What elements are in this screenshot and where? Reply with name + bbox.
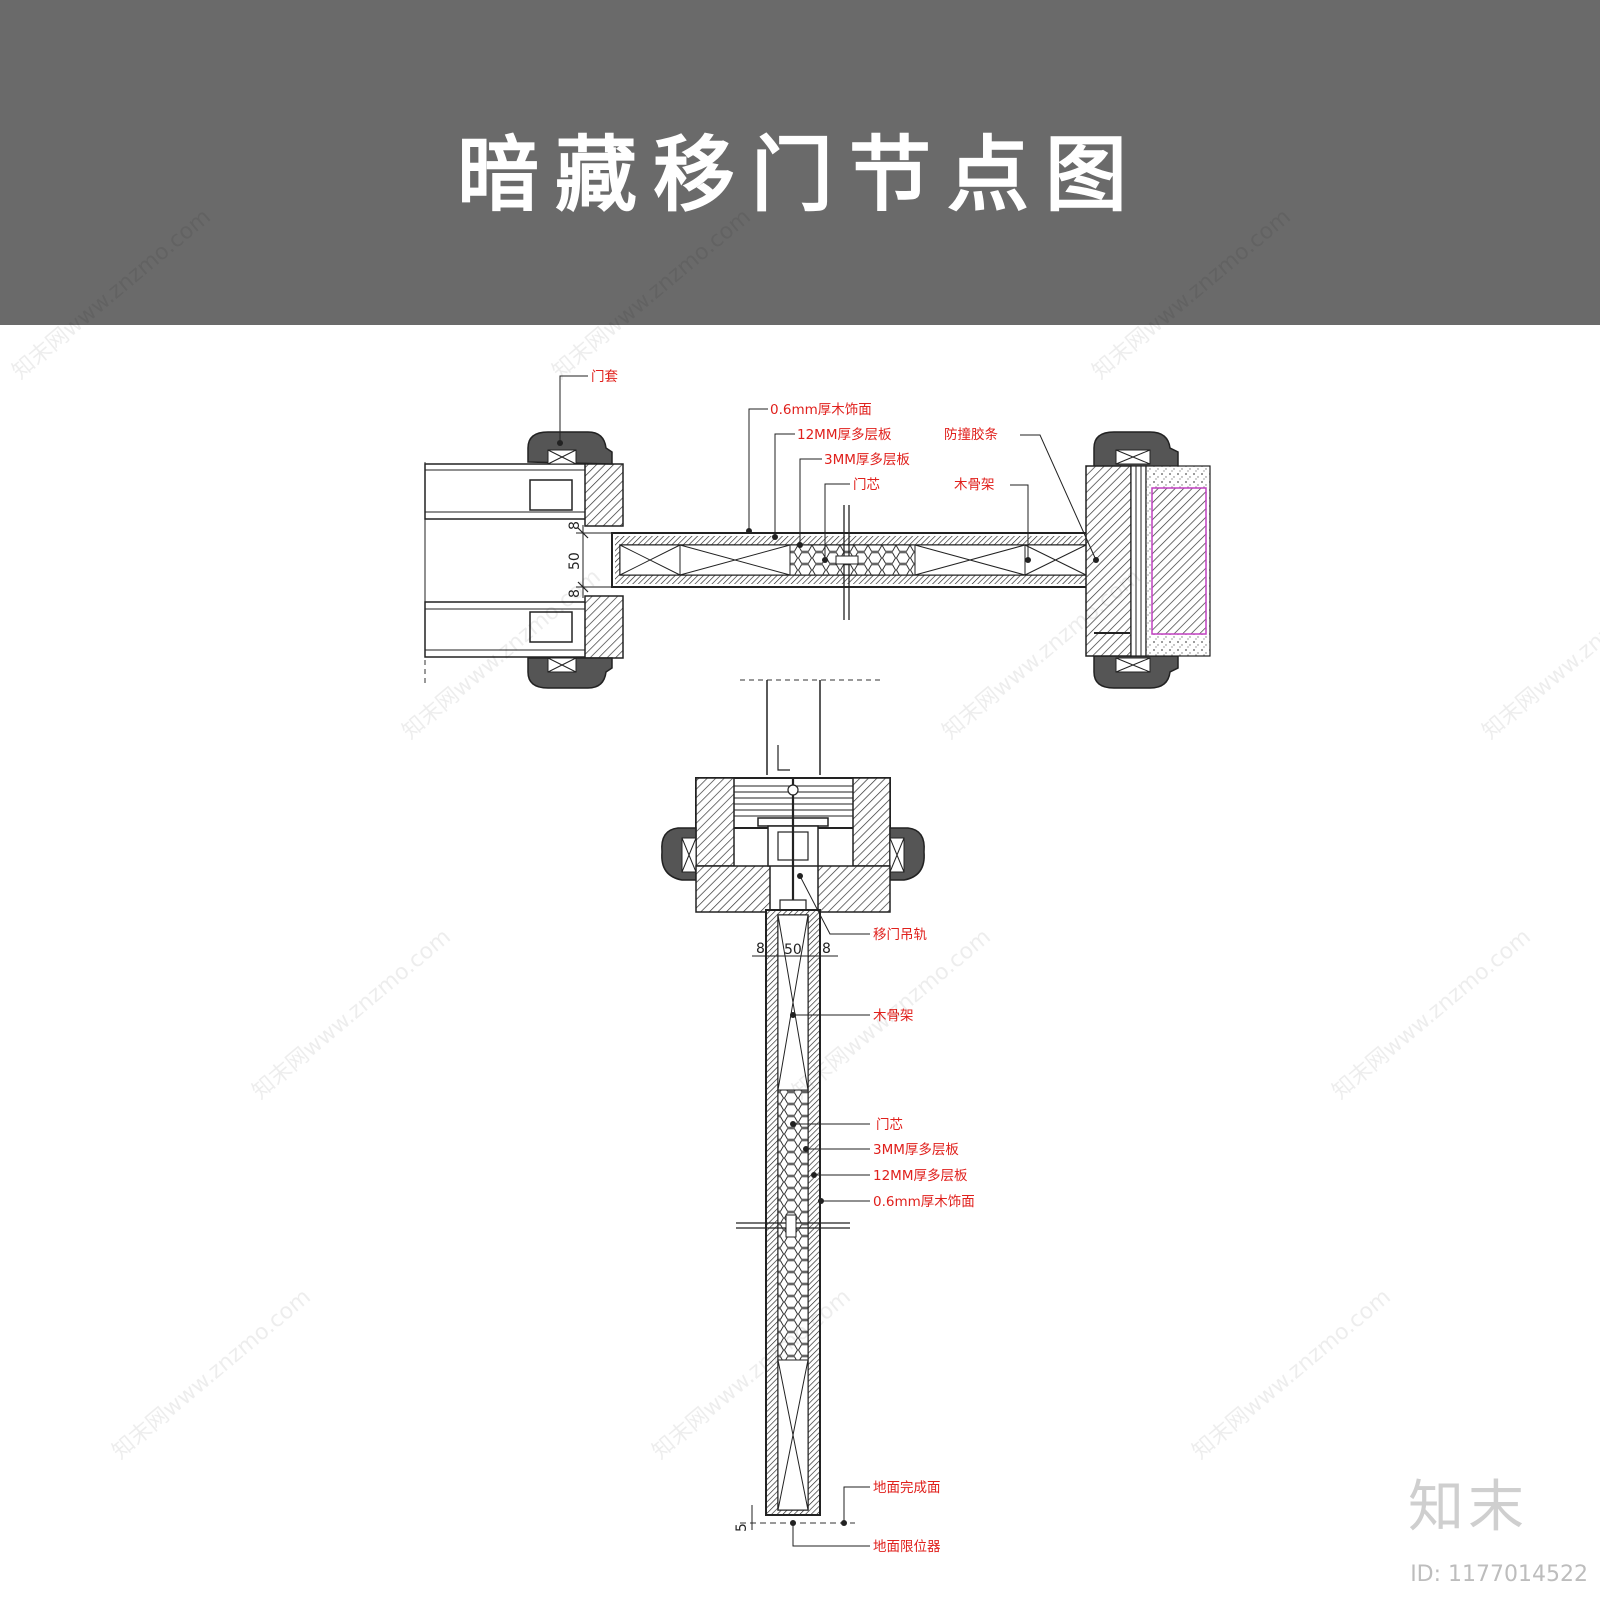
- image-id: ID: 1177014522: [1410, 1562, 1588, 1587]
- label-wood-frame-plan: 木骨架: [954, 477, 995, 493]
- label-finished-floor: 地面完成面: [873, 1480, 941, 1496]
- watermark: 知末网www.znzmo.com: [1188, 1284, 1396, 1464]
- left-pocket-wall: [424, 431, 624, 689]
- door-panel-section: [736, 909, 850, 1516]
- section-dim-bottom: 5: [734, 1523, 750, 1532]
- section-callouts: 移门吊轨 木骨架 门芯 3MM厚多层板 12MM厚多层板 0.6mm厚木饰面 地…: [790, 873, 975, 1555]
- watermark: 知末网www.znzmo.com: [1328, 924, 1536, 1104]
- brand-logo: 知末: [1408, 1475, 1528, 1540]
- watermark: 知末网www.znzmo.com: [548, 204, 756, 384]
- label-core-plan: 门芯: [853, 477, 880, 493]
- watermark: 知末网www.znzmo.com: [1478, 564, 1600, 744]
- section-dim-middle: 50: [784, 942, 802, 958]
- label-floor-stopper: 地面限位器: [873, 1539, 941, 1555]
- plan-dim-top: 8: [567, 521, 583, 530]
- door-panel-plan: [611, 505, 1095, 620]
- section-dim-right: 8: [822, 941, 831, 957]
- plan-callouts: 门套 0.6mm厚木饰面 12MM厚多层板 3MM厚多层板 门芯 木骨架 防撞胶…: [557, 369, 1099, 563]
- rail-header-box: [661, 777, 925, 913]
- watermark: 知末网www.znzmo.com: [648, 1284, 856, 1464]
- label-hanging-rail: 移门吊轨: [873, 927, 927, 943]
- label-ply12-section: 12MM厚多层板: [873, 1167, 968, 1184]
- watermark: 知末网www.znzmo.com: [248, 924, 456, 1104]
- plan-dim-middle: 50: [567, 552, 583, 570]
- plan-dim-bottom: 8: [567, 589, 583, 598]
- title-banner: 暗藏移门节点图: [0, 0, 1600, 325]
- section-dimension-chain: 8 50 8 5: [734, 941, 855, 1532]
- label-ply3-plan: 3MM厚多层板: [824, 451, 910, 468]
- watermark: 知末网www.znzmo.com: [1088, 204, 1296, 384]
- label-veneer-plan: 0.6mm厚木饰面: [770, 402, 872, 418]
- plan-view: 8 50 8 门套 0.6mm厚木饰面 12MM厚多层板 3MM厚多层板 门芯 …: [424, 369, 1211, 689]
- right-jamb: [1085, 431, 1211, 689]
- label-ply12-plan: 12MM厚多层板: [797, 426, 892, 443]
- label-bumper: 防撞胶条: [944, 426, 998, 443]
- section-dim-left: 8: [756, 941, 765, 957]
- label-veneer-section: 0.6mm厚木饰面: [873, 1194, 975, 1210]
- label-core-section: 门芯: [876, 1117, 903, 1133]
- page-title: 暗藏移门节点图: [456, 127, 1143, 223]
- section-view: 8 50 8 5 移门吊轨 木骨架 门芯 3MM厚多层板 12MM厚多层板: [661, 679, 975, 1555]
- watermark: 知末网www.znzmo.com: [108, 1284, 316, 1464]
- label-ply3-section: 3MM厚多层板: [873, 1141, 959, 1158]
- plan-dimension-chain: 8 50 8: [567, 521, 612, 598]
- label-wood-frame-section: 木骨架: [873, 1008, 914, 1024]
- label-frame-trim: 门套: [591, 369, 619, 385]
- watermark: 知末网www.znzmo.com: [8, 204, 216, 384]
